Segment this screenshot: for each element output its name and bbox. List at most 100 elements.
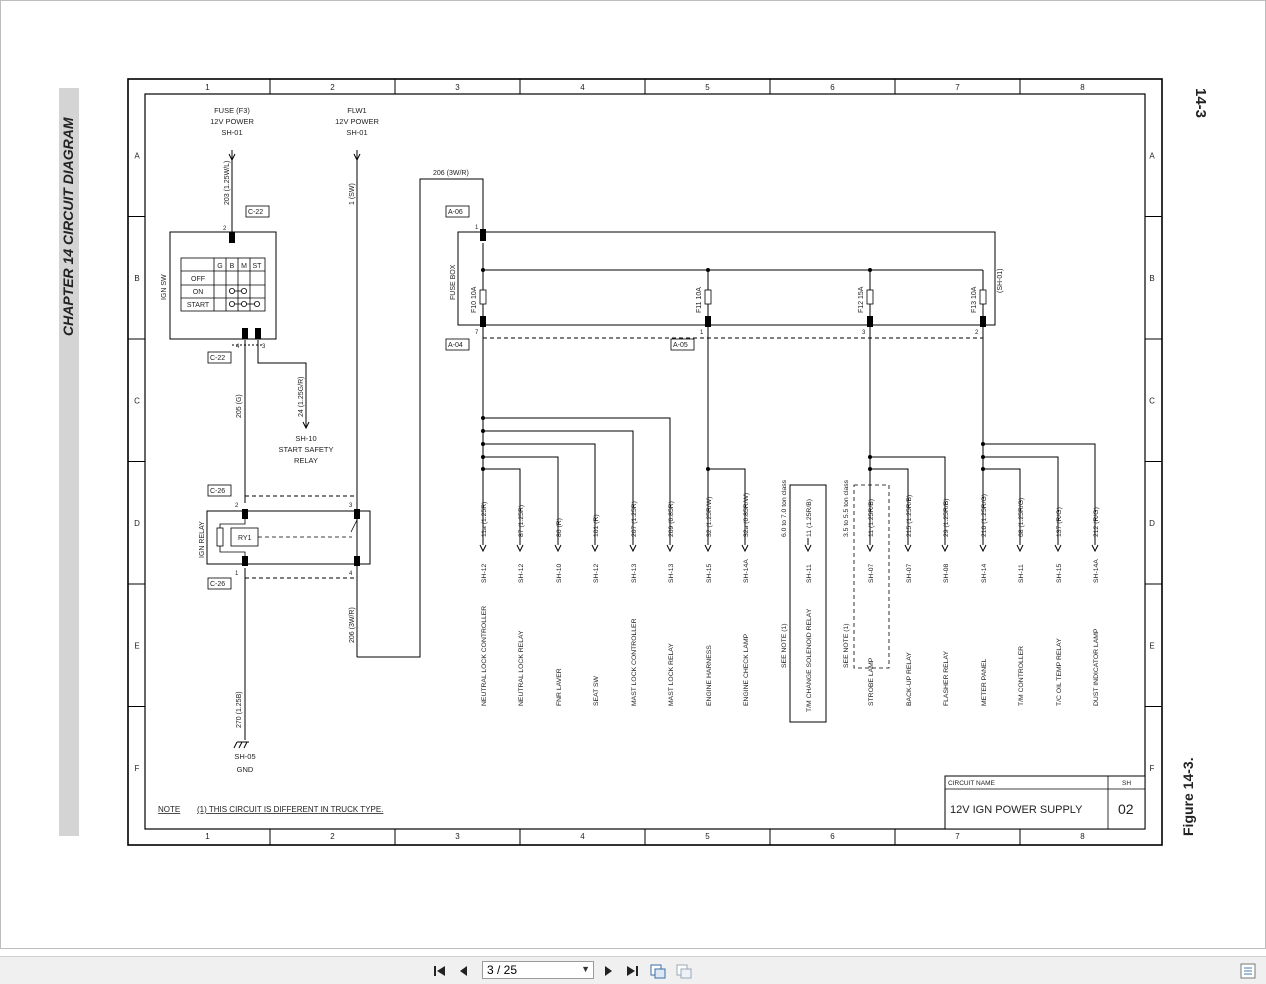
branch-wire-label-5: 207 (1.25R) <box>631 501 638 537</box>
pin-ign-sw-4: 4 <box>236 344 240 350</box>
chapter-title: CHAPTER 14 CIRCUIT DIAGRAM <box>60 117 76 336</box>
branch-arrow-5 <box>629 544 637 553</box>
connector-c26-top: C-26 <box>210 488 225 495</box>
ign-sw-label: IGN SW <box>161 274 168 300</box>
pin-ign-sw-3: 3 <box>262 344 266 350</box>
grid-col-bottom-4: 4 <box>580 832 585 841</box>
grid-col-top-6: 6 <box>830 83 835 92</box>
ign-sw-header-b: B <box>230 263 235 270</box>
branch-wire-label-6: 209 (0.85R) <box>668 501 675 537</box>
branch-wire-label-15: 210 (1.25R/G) <box>981 494 988 537</box>
pin-fusebox-3: 3 <box>862 330 866 336</box>
fuse-f13-label: F13 10A <box>971 286 978 313</box>
branch-destination-1: NEUTRAL LOCK CONTROLLER <box>481 606 488 706</box>
output-bus <box>482 327 1096 545</box>
branch-sheet-6: SH-13 <box>668 564 675 583</box>
branch-destination-18: DUST INDICATOR LAMP <box>1093 628 1100 706</box>
ign-sw-header-st: ST <box>253 263 263 270</box>
page-number-select[interactable]: 3 / 25 ▼ <box>482 961 594 979</box>
branch-wire-label-16: 68 (1.25R/G) <box>1018 498 1025 537</box>
wire-270-label: 270 (1.25B) <box>236 691 243 728</box>
flw1-voltage: 12V POWER <box>335 117 379 126</box>
page-indicator: 3 / 25 <box>487 963 518 977</box>
branch-17: 137 (R/G)SH-15T/C OIL TEMP RELAY <box>1054 507 1063 706</box>
fit-page-icon[interactable] <box>650 963 666 979</box>
branch-sheet-3: SH-10 <box>556 564 563 583</box>
branch-wire-label-14: 29 (1.25R/B) <box>943 498 950 537</box>
pin-relay-1: 1 <box>235 571 239 577</box>
branch-arrow-16 <box>1016 544 1024 553</box>
ign-relay: IGN RELAY RY1 2 1 3 4 <box>199 503 371 577</box>
branch-destination-15: METER PANEL <box>981 658 988 706</box>
branch-destination-4: SEAT SW <box>593 675 600 706</box>
branch-sheet-16: SH-11 <box>1018 564 1025 583</box>
branch-arrow-1 <box>479 544 487 553</box>
branch-sheet-4: SH-12 <box>593 564 600 583</box>
pin-fusebox-1b: 1 <box>700 330 704 336</box>
branch-sheet-10: SH-11 <box>806 564 813 583</box>
start-safety-relay-ref: SH-10 START SAFETY RELAY <box>278 434 333 465</box>
grid-col-top-4: 4 <box>580 83 585 92</box>
side-panel-icon[interactable] <box>1240 963 1256 979</box>
fuse-f11-label: F11 10A <box>696 287 703 313</box>
circuit-diagram: CHAPTER 14 CIRCUIT DIAGRAM 14-3 Figure 1… <box>0 0 1266 949</box>
flw1-label: FLW1 <box>347 106 366 115</box>
branch-sheet-8: SH-14A <box>743 559 750 583</box>
branch-sheet-18: SH-14A <box>1093 559 1100 583</box>
branch-destination-17: T/C OIL TEMP RELAY <box>1056 638 1063 706</box>
bus-junctions <box>481 416 985 471</box>
grid-col-bottom-6: 6 <box>830 832 835 841</box>
grid-col-top-1: 1 <box>205 83 210 92</box>
relay-ry1-label: RY1 <box>238 535 252 542</box>
page-number: 14-3 <box>1192 88 1209 118</box>
ground-symbol: SH-05 GND <box>233 741 256 774</box>
branch-destination-14: FLASHER RELAY <box>943 651 950 706</box>
grid-row-right-D: D <box>1149 519 1155 528</box>
circuit-name: 12V IGN POWER SUPPLY <box>950 804 1083 816</box>
pin-relay-3: 3 <box>349 503 353 509</box>
fit-width-icon[interactable] <box>676 963 692 979</box>
fuse-f10-label: F10 10A <box>471 286 478 313</box>
branch-16: 68 (1.25R/G)SH-11T/M CONTROLLER <box>1016 498 1025 706</box>
chapter-band <box>59 88 79 836</box>
start-relay-name2: RELAY <box>294 456 318 465</box>
grid-col-bottom-5: 5 <box>705 832 710 841</box>
branch-sheet-17: SH-15 <box>1056 564 1063 583</box>
ign-sw-header-m: M <box>241 263 247 270</box>
wire-1-label: 1 (SW) <box>349 183 356 205</box>
branch-destination-11: SEE NOTE (1) <box>843 623 850 668</box>
flw1-sheet: SH-01 <box>346 128 367 137</box>
pin-fusebox-2: 2 <box>975 330 979 336</box>
grid-col-bottom-3: 3 <box>455 832 460 841</box>
left-wires <box>228 150 484 740</box>
start-relay-sheet: SH-10 <box>295 434 316 443</box>
connector-a06: A-06 <box>448 209 463 216</box>
branch-wire-label-9: 6.0 to 7.0 ton class <box>781 479 788 537</box>
prev-page-icon[interactable] <box>456 963 472 979</box>
grid-row-left-A: A <box>134 151 140 160</box>
branch-destination-10: T/M CHANGE SOLENOID RELAY <box>806 608 813 712</box>
branch-destination-8: ENGINE CHECK LAMP <box>743 633 750 706</box>
connector-tags: C-22 C-22 C-26 C-26 A-06 A-04 A-05 <box>207 205 695 590</box>
branch-arrow-10 <box>804 544 812 553</box>
branch-wire-label-1: 11a (1.25R) <box>481 502 488 537</box>
branch-sheet-15: SH-14 <box>981 564 988 583</box>
next-page-icon[interactable] <box>600 963 616 979</box>
branch-10: 11 (1.25R/B)SH-11T/M CHANGE SOLENOID REL… <box>804 499 813 712</box>
branch-sheet-13: SH-07 <box>906 564 913 583</box>
first-page-icon[interactable] <box>432 963 448 979</box>
last-page-icon[interactable] <box>624 963 640 979</box>
branch-sheet-12: SH-07 <box>868 564 875 583</box>
flw1-source: FLW1 12V POWER SH-01 <box>335 106 379 137</box>
grid-row-left-C: C <box>134 396 140 405</box>
branch-destination-12: STROBE LAMP <box>868 657 875 706</box>
